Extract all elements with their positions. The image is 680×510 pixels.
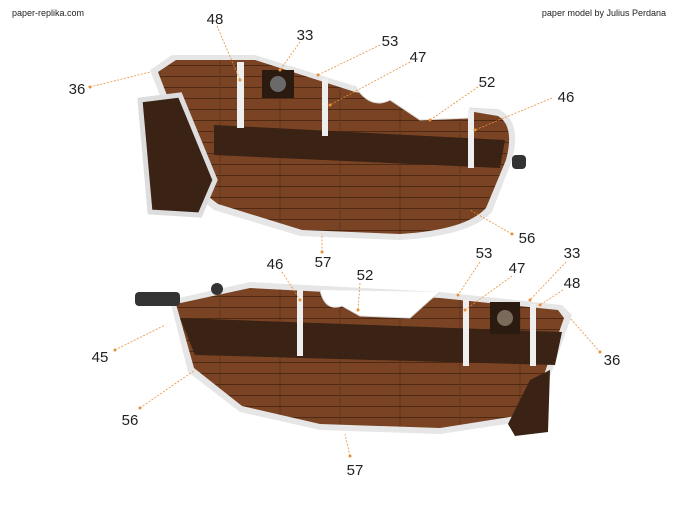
part-label-45: 45 (92, 349, 109, 366)
part-label-48: 48 (207, 11, 224, 28)
part-label-36: 36 (69, 81, 86, 98)
upper-hull-view (137, 55, 526, 240)
part-label-53: 53 (476, 245, 493, 262)
part-label-48: 48 (564, 275, 581, 292)
part-label-53: 53 (382, 33, 399, 50)
part-label-33: 33 (297, 27, 314, 44)
site-credit: paper-replika.com (12, 8, 85, 18)
part-label-56: 56 (122, 412, 139, 429)
part-label-52: 52 (357, 267, 374, 284)
lower-hull-view (135, 282, 572, 436)
part-label-47: 47 (410, 49, 427, 66)
lower-part-labels: 46 52 53 47 33 48 36 45 56 57 (92, 245, 621, 479)
part-label-57: 57 (347, 462, 364, 479)
upper-part-labels: 48 33 53 47 52 46 36 57 56 (69, 11, 575, 271)
part-label-33: 33 (564, 245, 581, 262)
author-credit: paper model by Julius Perdana (541, 8, 666, 18)
part-label-46: 46 (267, 256, 284, 273)
part-label-47: 47 (509, 260, 526, 277)
part-label-57: 57 (315, 254, 332, 271)
part-label-46: 46 (558, 89, 575, 106)
part-label-36: 36 (604, 352, 621, 369)
part-label-52: 52 (479, 74, 496, 91)
part-label-56: 56 (519, 230, 536, 247)
